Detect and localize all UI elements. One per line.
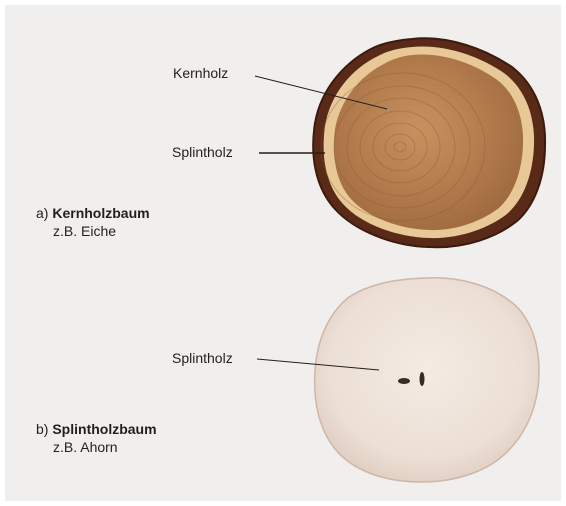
caption-a-title: Kernholzbaum [52, 205, 149, 221]
maple-cross-section [315, 278, 539, 482]
label-heartwood: Kernholz [173, 65, 228, 82]
caption-b: b) Splintholzbaum z.B. Ahorn [36, 420, 157, 456]
caption-b-title: Splintholzbaum [52, 421, 156, 437]
maple-disc [315, 278, 539, 482]
caption-b-subtitle: z.B. Ahorn [36, 438, 157, 456]
caption-a-subtitle: z.B. Eiche [36, 222, 150, 240]
caption-a: a) Kernholzbaum z.B. Eiche [36, 204, 150, 240]
caption-b-letter: b) [36, 421, 48, 437]
oak-cross-section [313, 38, 545, 247]
caption-b-title-line: b) Splintholzbaum [36, 420, 157, 438]
maple-pith-left [398, 378, 410, 384]
caption-a-letter: a) [36, 205, 48, 221]
caption-a-title-line: a) Kernholzbaum [36, 204, 150, 222]
label-sapwood-b: Splintholz [172, 350, 233, 367]
figure-panel: Kernholz Splintholz Splintholz a) Kernho… [5, 5, 561, 501]
maple-pith-right [420, 372, 425, 386]
label-sapwood-a: Splintholz [172, 144, 233, 161]
